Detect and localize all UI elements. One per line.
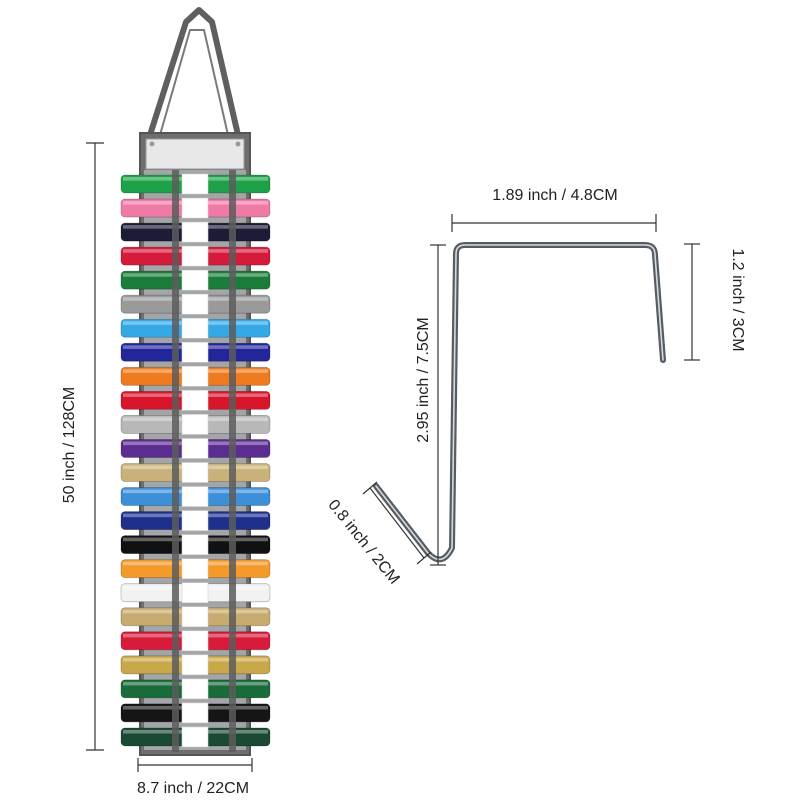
vinyl-roll [120, 269, 271, 291]
hook-drop-label: 1.2 inch / 3CM [729, 248, 746, 351]
hook-lip-label: 0.8 inch / 2CM [324, 497, 402, 588]
vinyl-roll [120, 606, 271, 628]
hook-height-label: 2.95 inch / 7.5CM [415, 317, 432, 442]
total-height-label: 50 inch / 128CM [61, 387, 78, 504]
vinyl-roll [120, 702, 271, 724]
vinyl-roll [120, 221, 271, 243]
vinyl-roll [120, 654, 271, 676]
vinyl-roll [120, 486, 271, 507]
vinyl-roll [120, 245, 271, 267]
width-label: 8.7 inch / 22CM [137, 780, 249, 797]
vinyl-roll [120, 366, 271, 387]
vinyl-roll [120, 341, 271, 363]
hook-width-label: 1.89 inch / 4.8CM [492, 187, 617, 204]
vinyl-roll [120, 414, 271, 435]
vinyl-roll [120, 534, 271, 555]
holding-straps [172, 170, 236, 752]
vinyl-roll [120, 293, 271, 315]
vinyl-roll [120, 558, 271, 579]
hook-height-dimension: 2.95 inch / 7.5CM [415, 244, 446, 566]
hanging-strap [147, 7, 241, 136]
vinyl-roll [120, 173, 271, 195]
vinyl-roll [120, 630, 271, 652]
label-pocket [145, 138, 245, 170]
total-height-dimension: 50 inch / 128CM [61, 142, 104, 751]
vinyl-roll [120, 726, 271, 748]
vinyl-roll [120, 510, 271, 531]
hook-width-dimension: 1.89 inch / 4.8CM [451, 187, 657, 232]
vinyl-roll [120, 317, 271, 339]
width-dimension: 8.7 inch / 22CM [137, 758, 253, 797]
wire-hook [373, 242, 666, 563]
vinyl-roll [120, 462, 271, 483]
vinyl-roll [120, 438, 271, 459]
vinyl-roll [120, 678, 271, 700]
vinyl-roll [120, 582, 271, 604]
hook-drop-dimension: 1.2 inch / 3CM [684, 243, 746, 361]
vinyl-roll [120, 197, 271, 219]
vinyl-roll [120, 390, 271, 411]
